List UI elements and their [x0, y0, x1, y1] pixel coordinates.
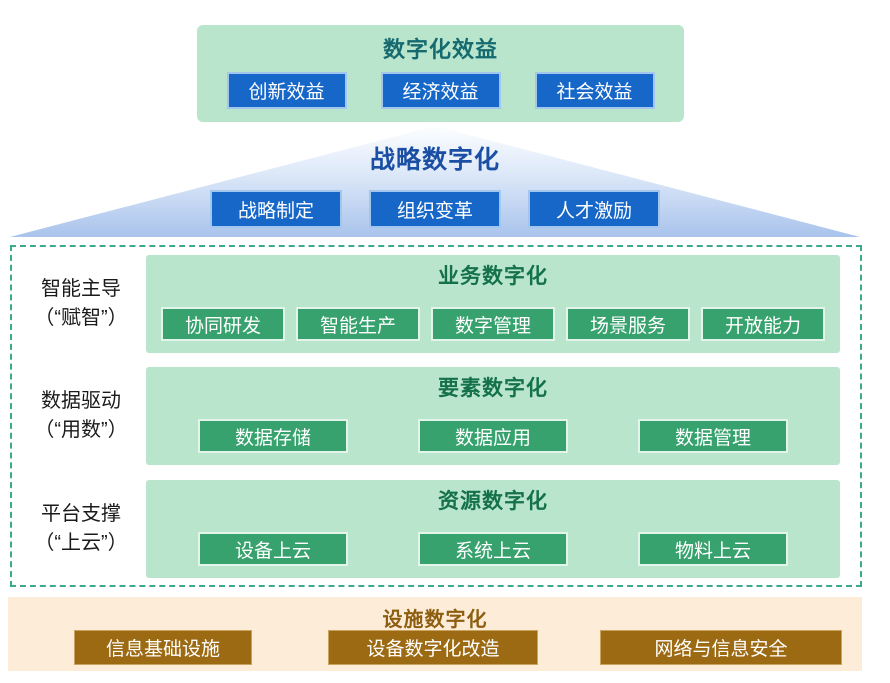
box-system-cloud: 系统上云 — [418, 532, 568, 566]
strategy-box-planning: 战略制定 — [210, 190, 342, 228]
foundation-title: 设施数字化 — [382, 609, 488, 631]
row-label-intelligence: 智能主导 （“赋智”） — [16, 255, 146, 353]
row-label-platform: 平台支撑 （“上云”） — [16, 480, 146, 578]
element-digitalization-panel: 要素数字化 数据存储 数据应用 数据管理 — [146, 367, 840, 465]
row-label-line2: （“赋智”） — [34, 307, 128, 329]
box-device-cloud: 设备上云 — [198, 532, 348, 566]
benefits-items: 创新效益 经济效益 社会效益 — [197, 72, 684, 109]
row-label-line2: （“上云”） — [34, 532, 128, 554]
core-capability-box: 智能主导 （“赋智”） 业务数字化 协同研发 智能生产 数字管理 场景服务 开放… — [10, 245, 862, 587]
box-open-capability: 开放能力 — [701, 307, 825, 341]
box-data-management: 数据管理 — [638, 419, 788, 453]
box-digital-management: 数字管理 — [431, 307, 555, 341]
box-info-infrastructure: 信息基础设施 — [74, 630, 252, 665]
element-digitalization-items: 数据存储 数据应用 数据管理 — [146, 419, 840, 453]
row-label-line1: 平台支撑 — [41, 503, 121, 525]
row-label-line2: （“用数”） — [34, 419, 128, 441]
benefit-box-innovation: 创新效益 — [226, 72, 347, 109]
business-digitalization-title: 业务数字化 — [438, 265, 548, 288]
benefit-box-social: 社会效益 — [534, 72, 655, 109]
box-data-application: 数据应用 — [418, 419, 568, 453]
box-scenario-services: 场景服务 — [566, 307, 690, 341]
benefit-box-economic: 经济效益 — [380, 72, 501, 109]
resource-digitalization-panel: 资源数字化 设备上云 系统上云 物料上云 — [146, 480, 840, 578]
strategy-box-org-change: 组织变革 — [369, 190, 501, 228]
element-digitalization-title: 要素数字化 — [438, 377, 548, 400]
box-material-cloud: 物料上云 — [638, 532, 788, 566]
benefits-panel: 数字化效益 创新效益 经济效益 社会效益 — [197, 25, 684, 122]
benefits-title: 数字化效益 — [382, 37, 498, 62]
resource-digitalization-title: 资源数字化 — [438, 490, 548, 513]
strategy-title: 战略数字化 — [369, 146, 500, 174]
row-label-line1: 数据驱动 — [41, 390, 121, 412]
box-collab-rd: 协同研发 — [161, 307, 285, 341]
box-equipment-digital-retrofit: 设备数字化改造 — [328, 630, 538, 665]
row-label-data-driven: 数据驱动 （“用数”） — [16, 367, 146, 465]
strategy-items: 战略制定 组织变革 人才激励 — [10, 190, 860, 228]
resource-digitalization-items: 设备上云 系统上云 物料上云 — [146, 532, 840, 566]
foundation-panel: 设施数字化 信息基础设施 设备数字化改造 网络与信息安全 — [8, 597, 862, 671]
strategy-box-talent: 人才激励 — [528, 190, 660, 228]
business-digitalization-panel: 业务数字化 协同研发 智能生产 数字管理 场景服务 开放能力 — [146, 255, 840, 353]
box-data-storage: 数据存储 — [198, 419, 348, 453]
box-smart-production: 智能生产 — [296, 307, 420, 341]
business-digitalization-items: 协同研发 智能生产 数字管理 场景服务 开放能力 — [146, 307, 840, 341]
row-label-line1: 智能主导 — [41, 278, 121, 300]
box-network-info-security: 网络与信息安全 — [600, 630, 842, 665]
